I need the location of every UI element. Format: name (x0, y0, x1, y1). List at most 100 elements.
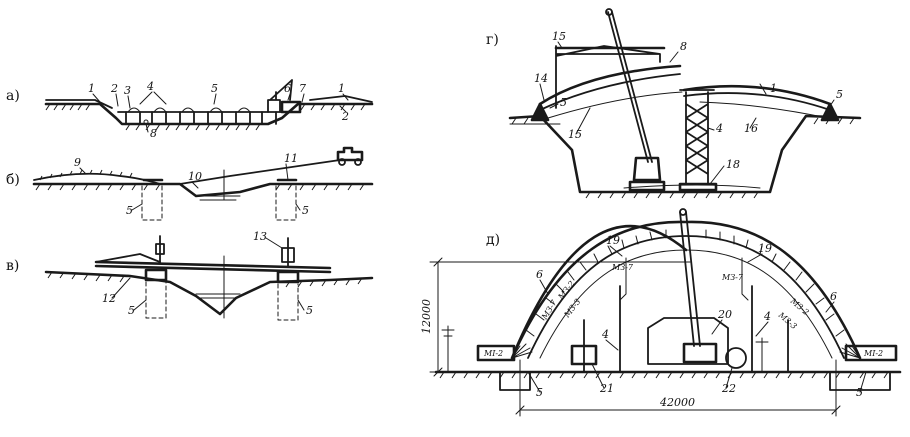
pier-foundations-v (145, 281, 299, 321)
embankment-right-a (309, 95, 373, 103)
svg-text:7: 7 (299, 82, 306, 95)
svg-text:15: 15 (568, 128, 582, 141)
svg-text:5: 5 (126, 204, 133, 217)
crane-left-v (155, 235, 165, 263)
callout-leaders-v (111, 237, 305, 311)
svg-text:МI-2: МI-2 (863, 349, 883, 358)
panel-g: г) 15 8 14 5 15 4 (486, 8, 862, 199)
height-dimension-ticks (433, 257, 443, 377)
svg-text:4: 4 (715, 122, 723, 135)
water-v (195, 293, 241, 299)
svg-text:1: 1 (88, 82, 95, 95)
callout-leaders-g (539, 41, 835, 185)
left-half-arch-bottom (539, 73, 681, 111)
callouts-g: 15 8 14 5 15 4 1 16 5 18 (534, 30, 843, 185)
crane-tip-g (605, 8, 613, 16)
svg-text:11: 11 (284, 152, 298, 165)
beam-nose-v (95, 253, 161, 263)
panel-d: д) 12000 (420, 208, 902, 417)
crane-boom-g (607, 11, 653, 163)
crane-tip-d (679, 208, 687, 216)
svg-text:12: 12 (102, 292, 116, 305)
ground-profile-a (44, 102, 374, 126)
arch-inner-d (527, 235, 845, 359)
svg-text:5: 5 (306, 304, 313, 317)
svg-text:5: 5 (560, 96, 567, 109)
springing-fans-d (511, 343, 861, 359)
ground-profile-b (32, 182, 374, 198)
panel-v: в) 13 12 5 5 (6, 230, 374, 321)
svg-text:5: 5 (836, 88, 843, 101)
winch-22-d (725, 347, 747, 369)
tractor-wheel-2 (354, 158, 362, 166)
svg-text:8: 8 (150, 127, 157, 140)
vehicle-21-d (570, 344, 598, 366)
tractor-b (336, 146, 364, 162)
svg-text:22: 22 (721, 382, 736, 395)
svg-text:1: 1 (770, 82, 777, 95)
tower-support-g (679, 89, 715, 185)
pole-right-d (755, 337, 769, 373)
svg-text:2: 2 (110, 82, 118, 95)
ground-hatching-v (47, 271, 363, 288)
panel-label-a: а) (6, 88, 20, 104)
abutment-left-d (476, 344, 516, 362)
abutment-block-a (280, 100, 302, 114)
panel-label-v: в) (6, 258, 19, 274)
svg-text:МЗ-7: МЗ-7 (611, 263, 634, 272)
right-arch-chord (699, 101, 829, 119)
panel-label-d: д) (486, 232, 500, 248)
callouts-a: 1 2 3 4 5 6 7 1 2 8 (88, 80, 349, 140)
svg-text:19: 19 (758, 242, 772, 255)
svg-text:19: 19 (606, 234, 620, 247)
ground-hatching-b (35, 183, 365, 191)
arch-intrados-d (539, 249, 833, 359)
svg-text:МЗ-2: МЗ-2 (788, 296, 811, 317)
right-half-arch-top (682, 84, 832, 106)
ground-profile-v (44, 270, 374, 316)
svg-text:6: 6 (284, 82, 291, 95)
svg-text:6: 6 (536, 268, 543, 281)
embankment-left-a (45, 99, 113, 109)
height-dimension-lines (429, 261, 691, 373)
abutment-right-d (844, 344, 898, 362)
spoil-heap-b (33, 172, 161, 185)
height-dimension: 12000 (420, 299, 433, 334)
machine-cab-d (647, 317, 729, 365)
foundations-d (499, 371, 891, 391)
callout-leaders-b (79, 163, 301, 211)
svg-text:18: 18 (726, 158, 740, 171)
svg-text:3: 3 (124, 84, 131, 97)
svg-text:4: 4 (146, 80, 154, 93)
ground-hatching-d (439, 371, 889, 379)
callouts-b: 9 10 11 5 5 (74, 152, 309, 217)
arch-outer-d (510, 220, 862, 360)
svg-text:9: 9 (74, 156, 81, 169)
svg-text:5: 5 (536, 386, 543, 399)
pit-profile-g (508, 114, 862, 194)
svg-text:14: 14 (534, 72, 548, 85)
crane-body-d (682, 342, 718, 364)
callouts-v: 13 12 5 5 (102, 230, 313, 317)
svg-text:4: 4 (601, 328, 609, 341)
svg-text:15: 15 (552, 30, 566, 43)
ground-hatching-a (45, 103, 366, 131)
svg-text:8: 8 (680, 40, 687, 53)
svg-text:МI-2: МI-2 (483, 349, 503, 358)
panel-label-g: г) (486, 32, 499, 48)
svg-text:13: 13 (253, 230, 267, 243)
svg-text:2: 2 (341, 110, 349, 123)
callout-leaders-d (527, 245, 867, 393)
svg-text:5: 5 (856, 386, 863, 399)
abutment-left-g (530, 102, 550, 122)
launch-line-b (179, 159, 341, 185)
callout-leaders-a (92, 91, 349, 133)
svg-text:10: 10 (188, 170, 202, 183)
segment-joints-d (525, 229, 845, 337)
crane-boom-d (679, 211, 701, 347)
water-b (195, 195, 241, 201)
panel-label-b: б) (6, 172, 20, 188)
span-dimension: 42000 (659, 396, 695, 409)
launched-beam-v (94, 260, 332, 274)
